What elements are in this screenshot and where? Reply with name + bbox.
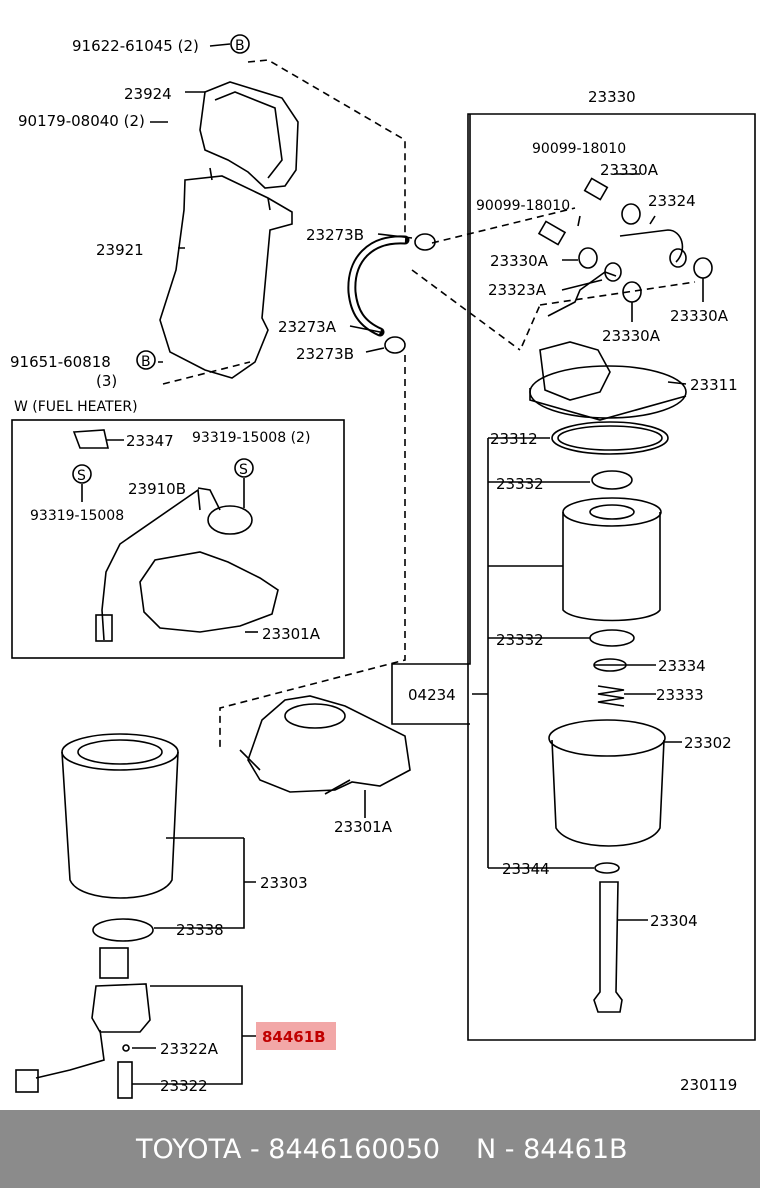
inset-pump-shape — [139, 551, 279, 633]
label-91651-60818[interactable]: 91651-60818 — [10, 353, 111, 371]
label-23330a-right[interactable]: 23330A — [670, 307, 729, 325]
label-23338[interactable]: 23338 — [176, 921, 224, 939]
bracket-23924-shape — [199, 81, 299, 189]
label-23311[interactable]: 23311 — [690, 376, 738, 394]
label-93319-15008-right[interactable]: 93319-15008 (2) — [192, 430, 310, 446]
inset-title: W (FUEL HEATER) — [14, 399, 138, 415]
label-23330a-bottom[interactable]: 23330A — [602, 327, 661, 345]
label-91651-qty: (3) — [96, 372, 117, 390]
diagram-code: 230119 — [680, 1076, 737, 1094]
filter-element-shape — [562, 512, 661, 622]
label-23921[interactable]: 23921 — [96, 241, 144, 259]
label-23330a-top[interactable]: 23330A — [600, 161, 659, 179]
footer-reference: N - 84461B — [476, 1134, 628, 1165]
label-23301a-main[interactable]: 23301A — [334, 818, 393, 836]
label-23347[interactable]: 23347 — [126, 432, 174, 450]
bracket-23921-shape — [159, 175, 293, 379]
label-91622-61045[interactable]: 91622-61045 (2) — [72, 37, 199, 55]
footer-part-number: TOYOTA - 8446160050 — [136, 1134, 441, 1165]
callout-b-top: B — [235, 38, 245, 54]
label-23332-bottom[interactable]: 23332 — [496, 631, 544, 649]
label-23334[interactable]: 23334 — [658, 657, 706, 675]
filter-23303-shape — [61, 751, 179, 899]
assembly-frame-23330 — [467, 113, 756, 1041]
label-90099-18010-mid[interactable]: 90099-18010 — [476, 198, 570, 214]
callout-b-bottom: B — [141, 354, 151, 370]
label-04234[interactable]: 04234 — [408, 686, 456, 704]
label-23910b[interactable]: 23910B — [128, 480, 186, 498]
label-84461b[interactable]: 84461B — [262, 1028, 326, 1046]
label-93319-15008-left[interactable]: 93319-15008 — [30, 508, 124, 524]
sensor-body-shape — [91, 983, 151, 1033]
pump-23301a-shape — [247, 695, 411, 793]
label-90179-08040[interactable]: 90179-08040 (2) — [18, 112, 145, 130]
label-23273b-top[interactable]: 23273B — [306, 226, 364, 244]
label-23322[interactable]: 23322 — [160, 1077, 208, 1095]
inset-frame — [11, 419, 345, 659]
label-23302[interactable]: 23302 — [684, 734, 732, 752]
filter-bowl-shape — [551, 739, 665, 847]
label-23322a[interactable]: 23322A — [160, 1040, 219, 1058]
label-23330a-left[interactable]: 23330A — [490, 252, 549, 270]
bolt-23304-shape — [593, 881, 623, 1013]
filter-head-shape — [539, 341, 611, 401]
label-23301a-inset[interactable]: 23301A — [262, 625, 321, 643]
label-23344[interactable]: 23344 — [502, 860, 550, 878]
footer-bar: TOYOTA - 8446160050 N - 84461B — [0, 1110, 760, 1188]
label-23303[interactable]: 23303 — [260, 874, 308, 892]
label-23330[interactable]: 23330 — [588, 88, 636, 106]
label-23304[interactable]: 23304 — [650, 912, 698, 930]
label-23273b-bottom[interactable]: 23273B — [296, 345, 354, 363]
label-23323a[interactable]: 23323A — [488, 281, 547, 299]
label-23332-top[interactable]: 23332 — [496, 475, 544, 493]
label-23312[interactable]: 23312 — [490, 430, 538, 448]
highlight-84461b — [256, 1022, 336, 1050]
label-23333[interactable]: 23333 — [656, 686, 704, 704]
parts-diagram: 91622-61045 (2) B 23924 90179-08040 (2) … — [10, 34, 756, 1099]
callout-s-left: S — [77, 468, 86, 484]
label-90099-18010-top[interactable]: 90099-18010 — [532, 141, 626, 157]
label-23924[interactable]: 23924 — [124, 85, 172, 103]
callout-s-right: S — [239, 462, 248, 478]
label-23273a[interactable]: 23273A — [278, 318, 337, 336]
label-23324[interactable]: 23324 — [648, 192, 696, 210]
